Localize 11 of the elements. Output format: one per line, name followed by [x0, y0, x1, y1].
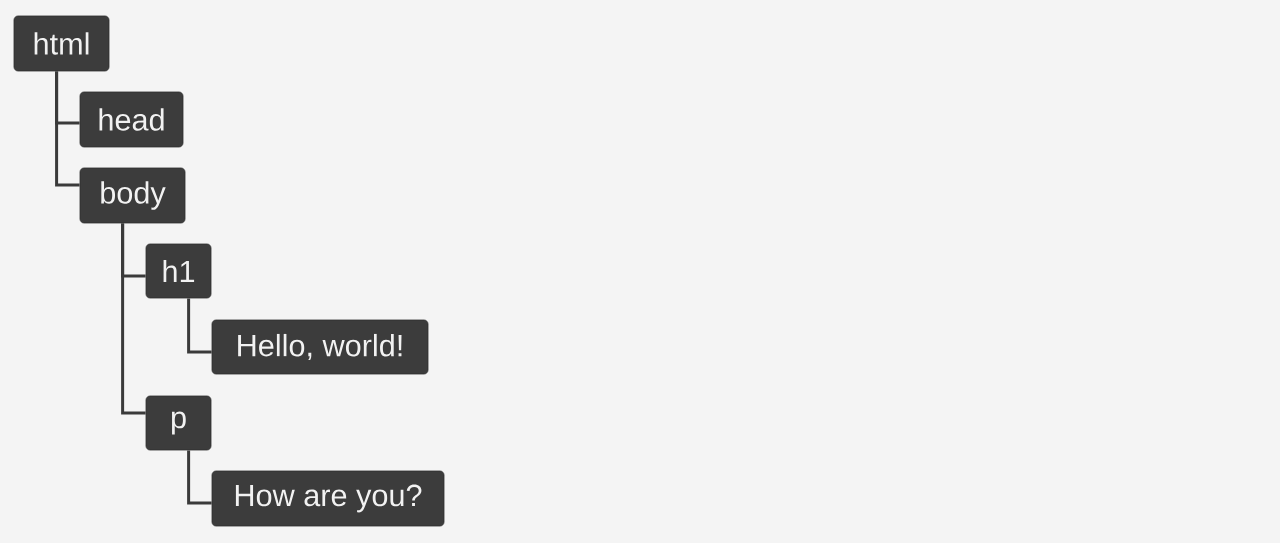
tree-node-box: How are you? [211, 470, 445, 527]
tree-node-box: html [13, 15, 110, 72]
connector-line [121, 223, 146, 415]
connector-line [187, 298, 212, 354]
tree-node-box: Hello, world! [211, 319, 429, 375]
connector-line [55, 71, 80, 187]
tree-node-box: h1 [145, 243, 212, 299]
tree-node-box: body [79, 167, 186, 224]
tree-node-box: p [145, 395, 212, 451]
tree-node-box: head [79, 91, 184, 148]
connector-line [187, 450, 212, 505]
